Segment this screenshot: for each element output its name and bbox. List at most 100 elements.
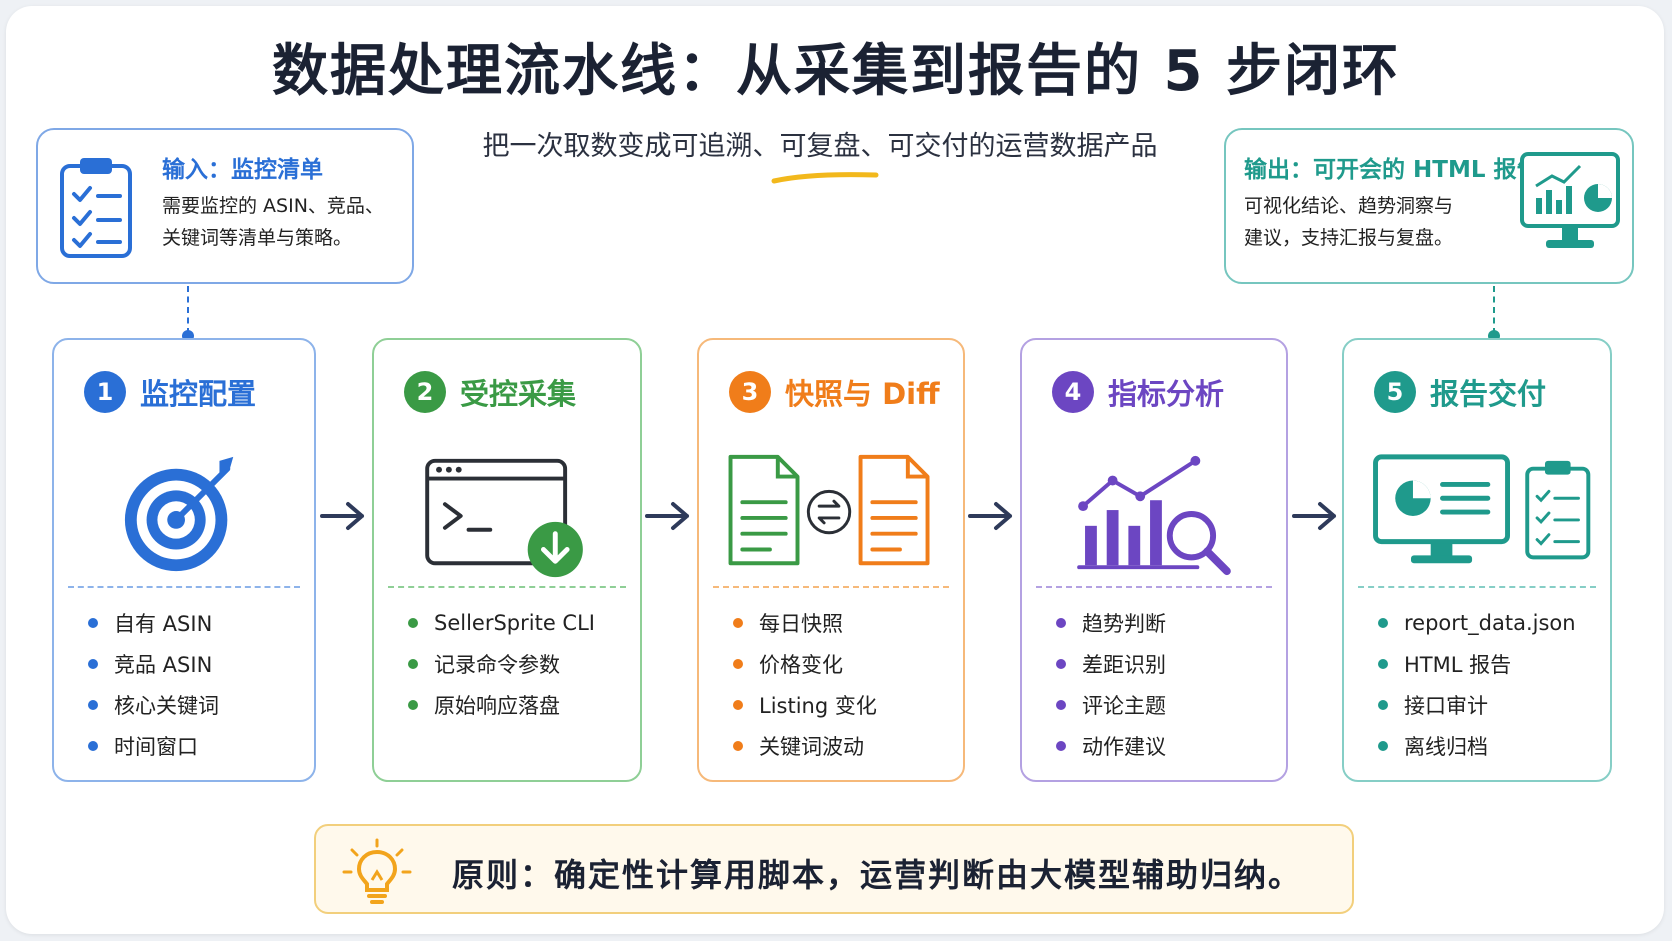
stage-1-header: 1 监控配置 — [84, 370, 304, 414]
list-item-text: 核心关键词 — [114, 693, 219, 718]
list-item: 记录命令参数 — [408, 643, 632, 684]
stage-4-divider — [1036, 586, 1272, 588]
stage-2-header: 2 受控采集 — [404, 370, 630, 414]
list-item: 接口审计 — [1378, 684, 1602, 725]
list-item-text: 离线归档 — [1404, 734, 1488, 759]
accent-underline — [771, 172, 879, 184]
list-item-text: 时间窗口 — [114, 734, 198, 759]
stage-2-card: 2 受控采集 SellerSprite CLI 记录命令参数 原始响应落盘 — [372, 338, 642, 782]
bullet — [88, 699, 98, 710]
stage-1-title: 监控配置 — [140, 377, 257, 411]
list-item: 原始响应落盘 — [408, 684, 632, 725]
list-item-text: 价格变化 — [759, 652, 843, 677]
terminal-download-icon — [425, 458, 583, 578]
list-item: 竞品 ASIN — [88, 643, 306, 684]
flow-arrow-icon — [645, 502, 689, 530]
input-connector — [187, 286, 189, 334]
bullet — [733, 740, 743, 751]
list-item: 自有 ASIN — [88, 602, 306, 643]
stage-4-title: 指标分析 — [1108, 377, 1225, 411]
stage-3-title: 快照与 Diff — [785, 377, 940, 411]
document-compare-icon — [728, 454, 930, 566]
list-item: report_data.json — [1378, 602, 1602, 643]
bullet — [1056, 699, 1066, 710]
stage-4-card: 4 指标分析 趋势判断 差距识别 评论主题 动作建议 — [1020, 338, 1288, 782]
bullet — [1378, 658, 1388, 669]
list-item: Listing 变化 — [733, 684, 955, 725]
stage-5-header: 5 报告交付 — [1374, 370, 1600, 414]
lightbulb-icon — [342, 838, 412, 904]
stage-3-items: 每日快照 价格变化 Listing 变化 关键词波动 — [733, 602, 955, 766]
list-item: HTML 报告 — [1378, 643, 1602, 684]
list-item: 时间窗口 — [88, 725, 306, 766]
stage-2-number: 2 — [404, 371, 446, 413]
stage-4-number: 4 — [1052, 371, 1094, 413]
output-text: 可视化结论、趋势洞察与 建议，支持汇报与复盘。 — [1244, 195, 1454, 249]
stage-5-divider — [1358, 586, 1596, 588]
output-box: 输出：可开会的 HTML 报告 可视化结论、趋势洞察与 建议，支持汇报与复盘。 — [1224, 128, 1634, 284]
output-title: 输出：可开会的 HTML 报告 — [1244, 157, 1540, 183]
bar-chart-magnifier-icon — [1077, 455, 1231, 576]
list-item: 趋势判断 — [1056, 602, 1278, 643]
list-item-text: 接口审计 — [1404, 693, 1488, 718]
bullet — [733, 699, 743, 710]
bullet — [408, 617, 418, 628]
list-item: 离线归档 — [1378, 725, 1602, 766]
input-text: 需要监控的 ASIN、竞品、 关键词等清单与策略。 — [162, 195, 384, 249]
list-item: 差距识别 — [1056, 643, 1278, 684]
bullet — [1056, 617, 1066, 628]
list-item-text: 趋势判断 — [1082, 611, 1166, 636]
list-item: SellerSprite CLI — [408, 602, 632, 643]
flow-arrow-icon — [320, 502, 364, 530]
stage-2-items: SellerSprite CLI 记录命令参数 原始响应落盘 — [408, 602, 632, 725]
monitor-chart-icon — [1520, 152, 1620, 248]
input-box: 输入：监控清单 需要监控的 ASIN、竞品、 关键词等清单与策略。 — [36, 128, 414, 284]
stage-2-title: 受控采集 — [460, 377, 577, 411]
stage-5-number: 5 — [1374, 371, 1416, 413]
list-item: 评论主题 — [1056, 684, 1278, 725]
flow-arrow-icon — [968, 502, 1012, 530]
bullet — [88, 617, 98, 628]
stage-5-items: report_data.json HTML 报告 接口审计 离线归档 — [1378, 602, 1602, 766]
stage-4-header: 4 指标分析 — [1052, 370, 1276, 414]
list-item-text: 评论主题 — [1082, 693, 1166, 718]
bullet — [1056, 658, 1066, 669]
stage-5-card: 5 报告交付 report_data.json HTML 报告 接口审计 离线归… — [1342, 338, 1612, 782]
bullet — [1378, 617, 1388, 628]
list-item: 每日快照 — [733, 602, 955, 643]
clipboard-checklist-icon — [60, 158, 132, 258]
list-item-text: 自有 ASIN — [114, 611, 213, 636]
list-item-text: 原始响应落盘 — [434, 693, 560, 718]
stage-3-number: 3 — [729, 371, 771, 413]
list-item-text: 差距识别 — [1082, 652, 1166, 677]
stage-1-divider — [68, 586, 300, 588]
target-icon — [124, 456, 234, 572]
bullet — [733, 658, 743, 669]
stage-1-items: 自有 ASIN 竞品 ASIN 核心关键词 时间窗口 — [88, 602, 306, 766]
stage-1-number: 1 — [84, 371, 126, 413]
list-item: 动作建议 — [1056, 725, 1278, 766]
monitor-report-icon — [1373, 454, 1591, 564]
bullet — [1378, 740, 1388, 751]
bullet — [408, 658, 418, 669]
stage-2-divider — [388, 586, 626, 588]
bullet — [88, 740, 98, 751]
list-item-text: 竞品 ASIN — [114, 652, 213, 677]
stage-3-card: 3 快照与 Diff 每日快照 价格变化 Listing 变化 关键词波动 — [697, 338, 965, 782]
list-item-text: Listing 变化 — [759, 693, 877, 718]
list-item-text: HTML 报告 — [1404, 652, 1512, 677]
stage-1-card: 1 监控配置 自有 ASIN 竞品 ASIN 核心关键词 时间窗口 — [52, 338, 316, 782]
stage-4-items: 趋势判断 差距识别 评论主题 动作建议 — [1056, 602, 1278, 766]
principle-text: 原则：确定性计算用脚本，运营判断由大模型辅助归纳。 — [452, 856, 1303, 894]
principle-banner: 原则：确定性计算用脚本，运营判断由大模型辅助归纳。 — [314, 824, 1354, 914]
list-item-text: report_data.json — [1404, 610, 1576, 635]
page-title: 数据处理流水线：从采集到报告的 5 步闭环 — [272, 39, 1400, 104]
output-connector — [1493, 286, 1495, 334]
list-item-text: SellerSprite CLI — [434, 610, 595, 635]
bullet — [1378, 699, 1388, 710]
stage-3-header: 3 快照与 Diff — [729, 370, 953, 414]
stage-5-title: 报告交付 — [1430, 377, 1547, 411]
list-item-text: 每日快照 — [759, 611, 843, 636]
list-item-text: 动作建议 — [1082, 734, 1166, 759]
list-item-text: 记录命令参数 — [434, 652, 560, 677]
